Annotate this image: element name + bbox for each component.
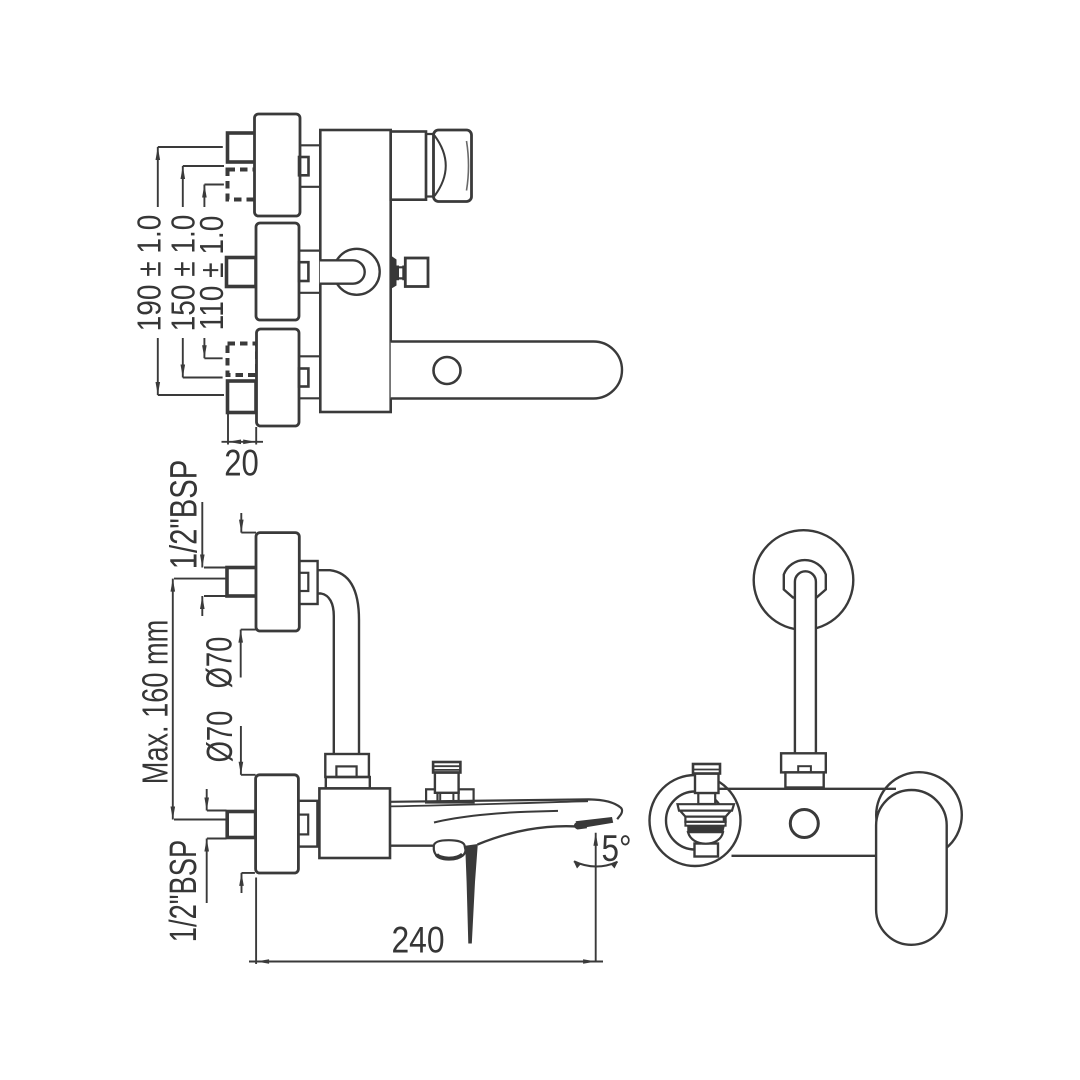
svg-text:Max. 160 mm: Max. 160 mm — [135, 620, 176, 785]
svg-text:Ø70: Ø70 — [199, 711, 240, 763]
svg-text:1/2"BSP: 1/2"BSP — [163, 460, 206, 570]
svg-text:Ø70: Ø70 — [199, 637, 240, 689]
svg-text:20: 20 — [224, 443, 259, 484]
svg-text:240: 240 — [391, 920, 444, 961]
svg-text:5°: 5° — [601, 829, 631, 870]
svg-text:190 ± 1.0: 190 ± 1.0 — [131, 215, 168, 332]
svg-text:150 ± 1.0: 150 ± 1.0 — [165, 215, 202, 332]
svg-text:110 ± 1.0: 110 ± 1.0 — [194, 216, 231, 331]
svg-text:1/2"BSP: 1/2"BSP — [163, 840, 205, 942]
